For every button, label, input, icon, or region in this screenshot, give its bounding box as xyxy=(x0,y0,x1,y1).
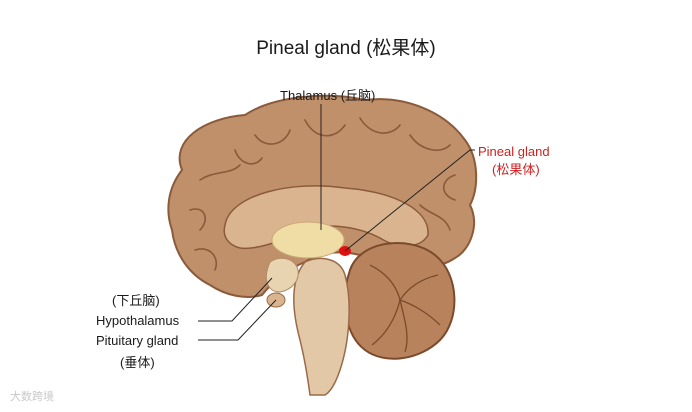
label-pineal-en: Pineal gland xyxy=(478,144,550,159)
label-thalamus: Thalamus (丘脑) xyxy=(280,88,376,103)
thalamus xyxy=(271,221,345,259)
label-hypothalamus-en: Hypothalamus xyxy=(96,313,180,328)
label-pituitary-zh: (垂体) xyxy=(120,355,155,370)
label-pineal-zh: (松果体) xyxy=(492,162,540,177)
brainstem xyxy=(293,257,350,396)
cerebellum-branches xyxy=(369,264,441,353)
watermark: 大数跨境 xyxy=(10,391,54,403)
gyri-lines xyxy=(189,117,456,271)
leader-lines xyxy=(198,104,475,341)
label-hypothalamus-zh: (下丘脑) xyxy=(112,293,160,308)
hypothalamus xyxy=(265,257,299,293)
label-pituitary-en: Pituitary gland xyxy=(96,333,179,348)
diagram-title: Pineal gland (松果体) xyxy=(256,38,436,59)
